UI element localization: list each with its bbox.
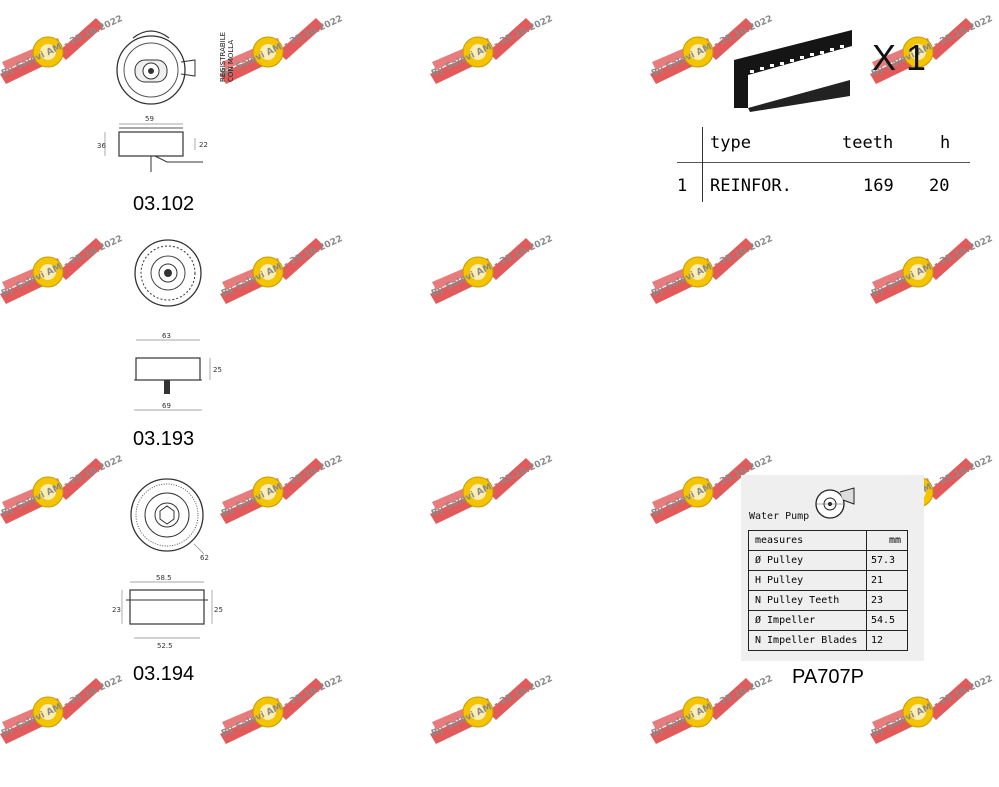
watermark-logo: By Salevi AM - 25.10.2022	[650, 232, 800, 342]
wp-row: Ø Impeller 54.5	[748, 610, 908, 631]
wp-row: N Pulley Teeth 23	[748, 590, 908, 611]
watermark-logo: By Salevi AM - 25.10.2022	[220, 672, 370, 782]
water-pump-title: Water Pump	[749, 511, 810, 522]
watermark-logo: By Salevi AM - 25.10.2022	[220, 452, 370, 562]
watermark-logo: By Salevi AM - 25.10.2022	[430, 12, 580, 122]
belt-type: REINFOR.	[710, 176, 792, 196]
watermark-logo: By Salevi AM - 25.10.2022	[220, 232, 370, 342]
dim-right: 25	[214, 606, 223, 614]
watermark-logo: By Salevi AM - 25.10.2022	[0, 232, 150, 342]
watermark-logo: By Salevi AM - 25.10.2022	[430, 452, 580, 562]
header-type: type	[710, 133, 751, 153]
part-code-03-194: 03.194	[133, 663, 195, 685]
wp-row-value: 21	[866, 570, 908, 591]
part-code-03-102: 03.102	[133, 193, 195, 215]
belt-quantity: X 1	[872, 37, 927, 78]
belt-data-row: 1 REINFOR. 169 20	[677, 169, 970, 209]
wp-row-label: H Pulley	[748, 570, 867, 591]
timing-belt-image	[730, 20, 855, 112]
watermark-logo: By Salevi AM - 25.10.2022	[650, 672, 800, 782]
wp-header-unit: mm	[866, 530, 908, 551]
wp-header-row: measures mm	[748, 530, 908, 551]
wp-row: Ø Pulley 57.3	[748, 550, 908, 571]
pulley-drawing-03-194: 58.5 23 25 52.5 62	[112, 478, 232, 658]
wp-row-value: 23	[866, 590, 908, 611]
wp-header-measures: measures	[748, 530, 867, 551]
watermark-logo: By Salevi AM - 25.10.2022	[650, 12, 800, 122]
dim-diagonal: 62	[200, 554, 209, 562]
dim-offset: 22	[199, 141, 208, 149]
row-index: 1	[677, 176, 688, 196]
watermark-logo: By Salevi AM - 25.10.2022	[0, 12, 150, 122]
wp-row-label: Ø Impeller	[748, 610, 867, 631]
watermark-logo: By Salevi AM - 25.10.2022	[220, 12, 370, 122]
part-code-03-193: 03.193	[133, 428, 195, 450]
belt-header-row: type teeth h	[677, 127, 970, 167]
wp-row: N Impeller Blades 12	[748, 630, 908, 651]
watermark-logo: By Salevi AM - 25.10.2022	[870, 232, 999, 342]
watermark-logo: By Salevi AM - 25.10.2022	[0, 452, 150, 562]
watermark-logo: By Salevi AM - 25.10.2022	[870, 672, 999, 782]
wp-row: H Pulley 21	[748, 570, 908, 591]
dim-width: 59	[145, 115, 154, 123]
watermark-logo: By Salevi AM - 25.10.2022	[430, 672, 580, 782]
dim-top: 58.5	[156, 574, 172, 582]
water-pump-icon	[810, 478, 860, 523]
spring-note: CON MOLLA	[227, 39, 235, 82]
idler-drawing-03-193: 63 25 69	[120, 238, 230, 418]
adjustable-note: REGISTRABILE	[219, 31, 227, 82]
dim-bottom: 69	[162, 402, 171, 410]
watermark-logo: By Salevi AM - 25.10.2022	[870, 12, 999, 122]
wp-row-label: Ø Pulley	[748, 550, 867, 571]
wp-row-value: 54.5	[866, 610, 908, 631]
part-code-pa707p: PA707P	[792, 666, 864, 688]
water-pump-table: measures mm Ø Pulley 57.3 H Pulley 21 N …	[748, 530, 908, 651]
wp-row-value: 57.3	[866, 550, 908, 571]
watermark-logo: By Salevi AM - 25.10.2022	[650, 452, 800, 562]
tensioner-drawing-03-102: 59 36 22 REGISTRABILE CON MOLLA	[95, 20, 265, 190]
dim-height: 36	[97, 142, 106, 150]
belt-h: 20	[929, 176, 950, 196]
wp-row-label: N Impeller Blades	[748, 630, 867, 651]
dim-bottom: 52.5	[157, 642, 173, 650]
dim-top: 63	[162, 332, 171, 340]
belt-teeth: 169	[863, 176, 894, 196]
wp-row-value: 12	[866, 630, 908, 651]
dim-left: 23	[112, 606, 121, 614]
header-h: h	[940, 133, 951, 153]
wp-row-label: N Pulley Teeth	[748, 590, 867, 611]
header-teeth: teeth	[842, 133, 894, 153]
dim-height: 25	[213, 366, 222, 374]
watermark-logo: By Salevi AM - 25.10.2022	[0, 672, 150, 782]
watermark-logo: By Salevi AM - 25.10.2022	[430, 232, 580, 342]
